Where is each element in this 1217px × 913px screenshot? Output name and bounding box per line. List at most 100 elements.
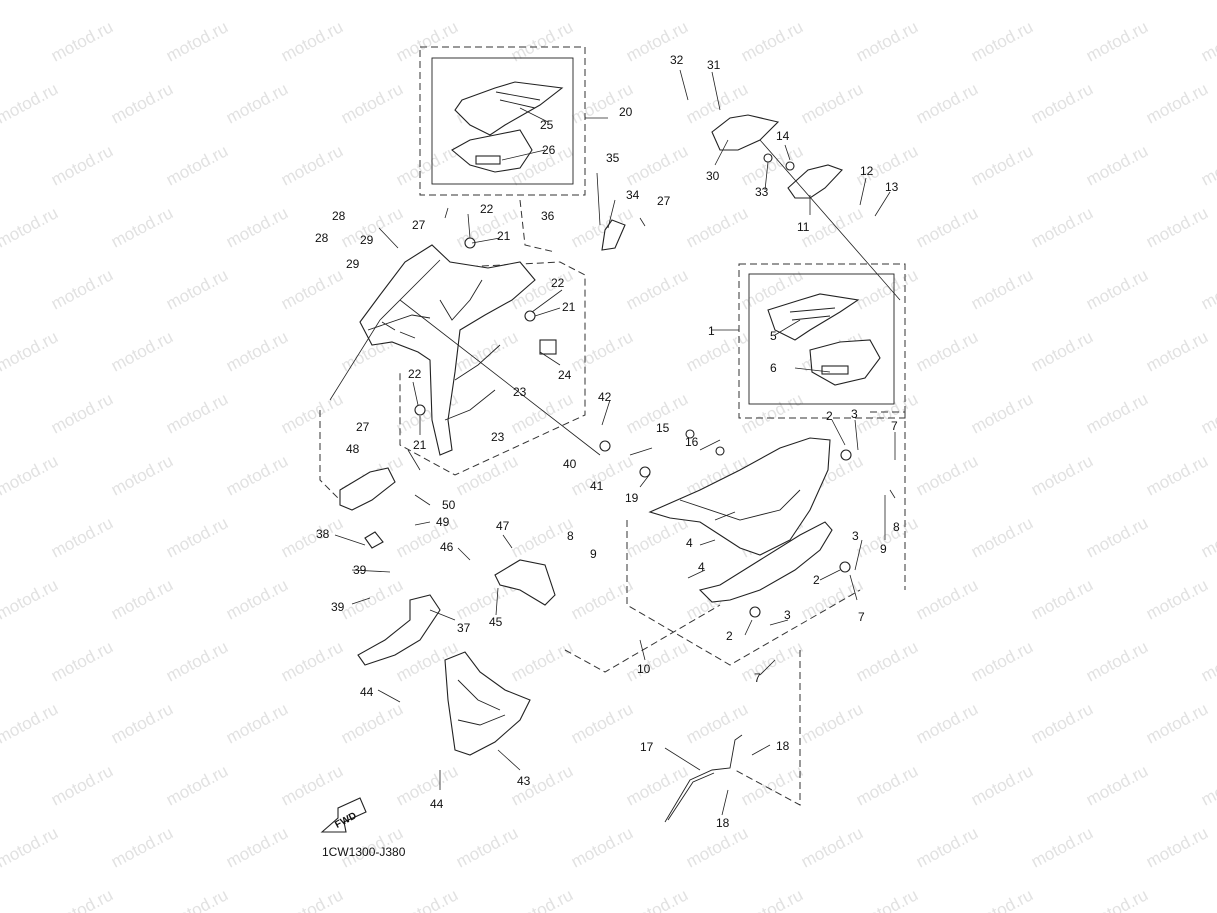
watermark-text: motod.ru bbox=[0, 327, 61, 375]
watermark-text: motod.ru bbox=[48, 513, 116, 561]
watermark-text: motod.ru bbox=[853, 389, 921, 437]
label-21a: 21 bbox=[497, 229, 511, 243]
label-16: 16 bbox=[685, 435, 699, 449]
watermark-text: motod.ru bbox=[278, 17, 346, 65]
watermark-text: motod.ru bbox=[48, 265, 116, 313]
watermark-text: motod.ru bbox=[223, 575, 291, 623]
watermark-text: motod.ru bbox=[568, 575, 636, 623]
watermark-text: motod.ru bbox=[338, 79, 406, 127]
watermark-text: motod.ru bbox=[163, 885, 231, 913]
label-1: 1 bbox=[708, 324, 715, 338]
watermark-text: motod.ru bbox=[278, 141, 346, 189]
label-23b: 23 bbox=[491, 430, 505, 444]
watermark-text: motod.ru bbox=[853, 17, 921, 65]
label-44a: 44 bbox=[360, 685, 374, 699]
watermark-text: motod.ru bbox=[223, 327, 291, 375]
watermark-text: motod.ru bbox=[338, 0, 406, 4]
under-cowl bbox=[444, 651, 531, 756]
watermark-text: motod.ru bbox=[623, 513, 691, 561]
watermark-text: motod.ru bbox=[1028, 203, 1096, 251]
watermark-text: motod.ru bbox=[968, 637, 1036, 685]
label-37: 37 bbox=[457, 621, 471, 635]
label-26: 26 bbox=[542, 143, 556, 157]
watermark-text: motod.ru bbox=[968, 17, 1036, 65]
label-33: 33 bbox=[755, 185, 769, 199]
watermark-text: motod.ru bbox=[338, 699, 406, 747]
label-8a: 8 bbox=[893, 520, 900, 534]
part-labels: 20 25 26 32 31 14 30 33 12 13 11 35 34 2… bbox=[315, 53, 900, 830]
label-39a: 39 bbox=[353, 563, 367, 577]
watermark-text: motod.ru bbox=[568, 79, 636, 127]
label-21b: 21 bbox=[562, 300, 576, 314]
lower-side-cowl bbox=[648, 437, 833, 603]
watermark-text: motod.ru bbox=[913, 451, 981, 499]
label-2b: 2 bbox=[813, 573, 820, 587]
watermark-text: motod.ru bbox=[163, 17, 231, 65]
watermark-text: motod.ru bbox=[623, 141, 691, 189]
watermark-text: motod.ru bbox=[798, 79, 866, 127]
label-3a: 3 bbox=[851, 407, 858, 421]
watermark-text: motod.ru bbox=[1143, 823, 1211, 871]
inset-box-1 bbox=[748, 273, 895, 405]
watermark-text: motod.ru bbox=[223, 203, 291, 251]
label-28b: 28 bbox=[315, 231, 329, 245]
watermark-text: motod.ru bbox=[223, 0, 291, 4]
label-10: 10 bbox=[637, 662, 651, 676]
watermark-text: motod.ru bbox=[393, 761, 461, 809]
watermark-text: motod.ru bbox=[108, 575, 176, 623]
watermark-text: motod.ru bbox=[453, 327, 521, 375]
watermark-text: motod.ru bbox=[278, 265, 346, 313]
fasteners bbox=[414, 153, 852, 618]
watermark-text: motod.ru bbox=[1143, 451, 1211, 499]
label-7c: 7 bbox=[754, 671, 761, 685]
watermark-text: motod.ru bbox=[278, 637, 346, 685]
watermark-text: motod.ru bbox=[798, 823, 866, 871]
label-9b: 9 bbox=[590, 547, 597, 561]
watermark-text: motod.ru bbox=[798, 699, 866, 747]
label-27b: 27 bbox=[356, 420, 370, 434]
watermark-text: motod.ru bbox=[913, 79, 981, 127]
label-48: 48 bbox=[346, 442, 360, 456]
watermark-text: motod.ru bbox=[568, 823, 636, 871]
watermark-text: motod.ru bbox=[1028, 79, 1096, 127]
label-49: 49 bbox=[436, 515, 450, 529]
watermark-text: motod.ru bbox=[278, 761, 346, 809]
watermark-text: motod.ru bbox=[913, 699, 981, 747]
watermark-text: motod.ru bbox=[338, 575, 406, 623]
label-22a: 22 bbox=[480, 202, 494, 216]
label-3b: 3 bbox=[852, 529, 859, 543]
watermark-text: motod.ru bbox=[1143, 575, 1211, 623]
watermark-text: motod.ru bbox=[1028, 451, 1096, 499]
watermark-text: motod.ru bbox=[1198, 637, 1217, 685]
watermark-text: motod.ru bbox=[393, 513, 461, 561]
watermark-text: motod.ru bbox=[453, 0, 521, 4]
label-8b: 8 bbox=[567, 529, 574, 543]
watermark-text: motod.ru bbox=[0, 389, 1, 437]
left-brackets bbox=[339, 467, 556, 666]
watermark-text: motod.ru bbox=[738, 17, 806, 65]
watermark-text: motod.ru bbox=[108, 0, 176, 4]
watermark-text: motod.ru bbox=[683, 699, 751, 747]
watermark-text: motod.ru bbox=[0, 0, 61, 4]
watermark-text: motod.ru bbox=[1198, 265, 1217, 313]
watermark-text: motod.ru bbox=[853, 513, 921, 561]
watermark-text: motod.ru bbox=[163, 761, 231, 809]
watermark-text: motod.ru bbox=[0, 17, 1, 65]
watermark-text: motod.ru bbox=[163, 637, 231, 685]
watermark-text: motod.ru bbox=[1198, 761, 1217, 809]
label-7b: 7 bbox=[858, 610, 865, 624]
watermark-text: motod.ru bbox=[1028, 327, 1096, 375]
watermark-text: motod.ru bbox=[48, 17, 116, 65]
watermark-text: motod.ru bbox=[1143, 327, 1211, 375]
watermark-text: motod.ru bbox=[913, 823, 981, 871]
watermark-text: motod.ru bbox=[568, 0, 636, 4]
label-12: 12 bbox=[860, 164, 874, 178]
watermark-text: motod.ru bbox=[738, 885, 806, 913]
watermark-text: motod.ru bbox=[108, 823, 176, 871]
watermark-text: motod.ru bbox=[223, 823, 291, 871]
watermark-text: motod.ru bbox=[683, 327, 751, 375]
watermark-text: motod.ru bbox=[968, 885, 1036, 913]
watermark-text: motod.ru bbox=[278, 513, 346, 561]
label-27c: 27 bbox=[657, 194, 671, 208]
watermark-text: motod.ru bbox=[508, 637, 576, 685]
